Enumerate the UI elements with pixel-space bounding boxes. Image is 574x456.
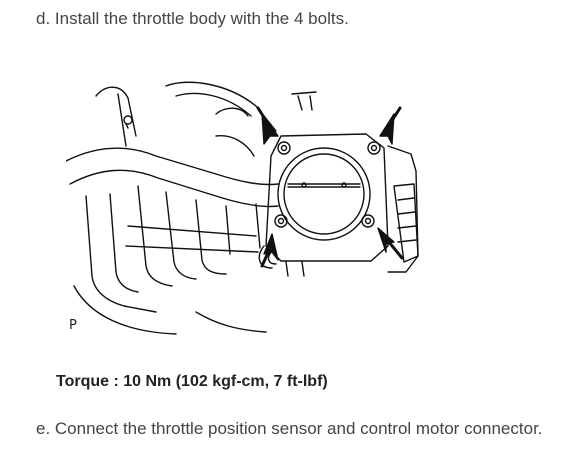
torque-spec: Torque : 10 Nm (102 kgf-cm, 7 ft-lbf) — [56, 373, 328, 390]
throttle-body-drawing — [258, 133, 419, 277]
step-e-instruction: e. Connect the throttle position sensor … — [36, 419, 543, 438]
intake-manifold-drawing — [66, 81, 317, 335]
bolt-arrows — [256, 106, 404, 268]
figure-label: P — [69, 318, 77, 333]
step-d-instruction: d. Install the throttle body with the 4 … — [36, 9, 349, 28]
throttle-body-illustration: P — [66, 76, 436, 338]
